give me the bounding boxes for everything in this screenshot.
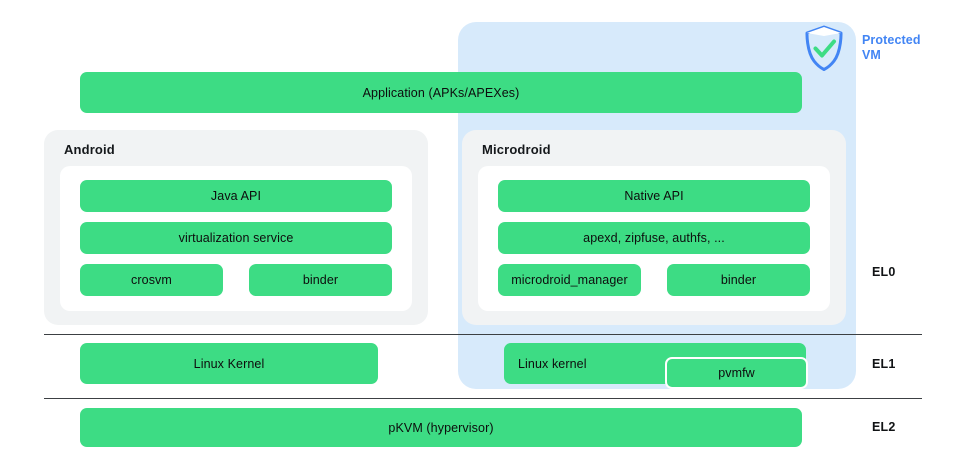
android-block-crosvm: crosvm: [80, 264, 223, 296]
microdroid-block-microdroid-manager: microdroid_manager: [498, 264, 641, 296]
microdroid-panel: Microdroid Native API apexd, zipfuse, au…: [462, 130, 846, 325]
pvmfw-block: pvmfw: [665, 357, 808, 389]
divider-el0-el1: [44, 334, 922, 335]
linux-kernel-host-block: Linux Kernel: [80, 343, 378, 384]
microdroid-block-apexd: apexd, zipfuse, authfs, ...: [498, 222, 810, 254]
protected-vm-label: Protected VM: [862, 33, 954, 63]
microdroid-panel-title: Microdroid: [482, 142, 551, 157]
android-block-virtualization-service: virtualization service: [80, 222, 392, 254]
protected-vm-label-line1: Protected: [862, 33, 921, 47]
android-block-java-api: Java API: [80, 180, 392, 212]
exception-level-label-el2: EL2: [872, 420, 896, 434]
application-bar: Application (APKs/APEXes): [80, 72, 802, 113]
protected-vm-label-line2: VM: [862, 48, 881, 62]
shield-check-icon: [803, 25, 845, 71]
exception-level-label-el0: EL0: [872, 265, 896, 279]
android-panel: Android Java API virtualization service …: [44, 130, 428, 325]
android-inner-card: Java API virtualization service crosvm b…: [60, 166, 412, 311]
android-block-binder: binder: [249, 264, 392, 296]
pkvm-hypervisor-block: pKVM (hypervisor): [80, 408, 802, 447]
exception-level-label-el1: EL1: [872, 357, 896, 371]
microdroid-inner-card: Native API apexd, zipfuse, authfs, ... m…: [478, 166, 830, 311]
android-panel-title: Android: [64, 142, 115, 157]
divider-el1-el2: [44, 398, 922, 399]
microdroid-block-binder: binder: [667, 264, 810, 296]
microdroid-block-native-api: Native API: [498, 180, 810, 212]
